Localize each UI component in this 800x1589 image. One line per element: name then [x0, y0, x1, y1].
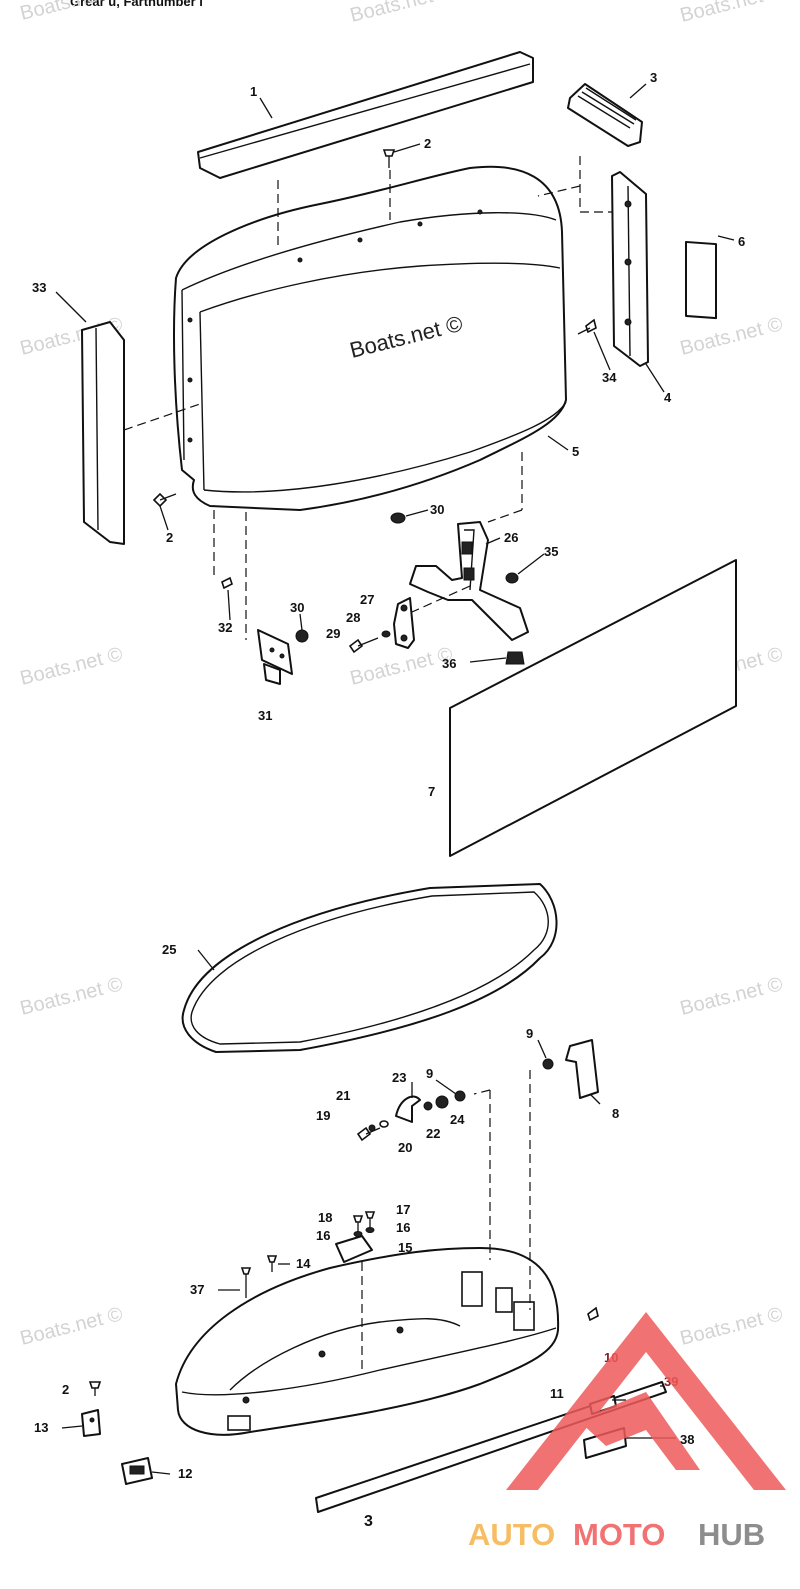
- callout-37: 37: [190, 1282, 204, 1297]
- callout-2: 2: [424, 136, 431, 151]
- part-37-bolt: [240, 1267, 252, 1298]
- part-15-bracket: [335, 1211, 376, 1263]
- callout-16: 16: [316, 1228, 330, 1243]
- part-35-grommet: [505, 572, 519, 584]
- callout-13: 13: [34, 1420, 48, 1435]
- watermark: Boats.net ©: [348, 0, 455, 27]
- callout-2: 2: [62, 1382, 69, 1397]
- part-31-latch-plate: [257, 629, 309, 685]
- callout-20: 20: [398, 1140, 412, 1155]
- callout-30: 30: [290, 600, 304, 615]
- callout-16: 16: [396, 1220, 410, 1235]
- part-12-latch-receiver: [121, 1457, 153, 1485]
- callout-17: 17: [396, 1202, 410, 1217]
- callout-7: 7: [428, 784, 435, 799]
- callout-2: 2: [166, 530, 173, 545]
- callout-19: 19: [316, 1108, 330, 1123]
- callout-3: 3: [650, 70, 657, 85]
- part-26-support-bracket: [409, 521, 529, 641]
- callout-3: 3: [364, 1513, 373, 1530]
- watermark: Boats.net ©: [18, 1303, 125, 1350]
- callout-5: 5: [572, 444, 579, 459]
- callout-24: 24: [450, 1112, 465, 1127]
- callout-11: 11: [550, 1386, 564, 1401]
- part-7-decal-panel: [449, 559, 737, 857]
- callout-22: 22: [426, 1126, 440, 1141]
- callout-26: 26: [504, 530, 518, 545]
- callout-23: 23: [392, 1070, 406, 1085]
- automotohub-logo: AUTO MOTO HUB: [468, 1312, 786, 1552]
- callout-8: 8: [612, 1106, 619, 1121]
- hardware-top: [152, 149, 597, 590]
- latch-hardware-19-24: [356, 1090, 466, 1142]
- logo-auto: AUTO: [468, 1517, 555, 1552]
- part-3-vent-grille: [567, 83, 643, 147]
- callout-12: 12: [178, 1466, 192, 1481]
- assembly-lines-bottom: [361, 1070, 531, 1374]
- callout-28: 28: [346, 610, 360, 625]
- part-10-screw: [587, 1306, 599, 1322]
- callout-18: 18: [318, 1210, 332, 1225]
- callout-14: 14: [296, 1256, 311, 1271]
- part-33-side-trim: [81, 321, 125, 545]
- callout-leaders: [55, 83, 735, 1475]
- part-13-clip: [81, 1409, 101, 1437]
- callout-27: 27: [360, 592, 374, 607]
- callout-31: 31: [258, 708, 272, 723]
- part-1-top-trim: [197, 51, 534, 179]
- watermark: Boats.net ©: [348, 643, 455, 690]
- watermark: Boats.net ©: [678, 1303, 785, 1350]
- callout-34: 34: [602, 370, 617, 385]
- part-5-top-cowl: [173, 165, 567, 511]
- callout-15: 15: [398, 1240, 412, 1255]
- callout-35: 35: [544, 544, 558, 559]
- watermark: Boats.net ©: [678, 973, 785, 1020]
- part-14-screw: [266, 1255, 278, 1263]
- part-4-rear-panel: [611, 171, 649, 367]
- part-36-bumper: [505, 651, 525, 665]
- callout-32: 32: [218, 620, 232, 635]
- watermark: Boats.net ©: [18, 643, 125, 690]
- part-27-latch-arm: [348, 597, 415, 654]
- bottom-cowl: [175, 1247, 560, 1436]
- part-6-decal: [685, 240, 717, 320]
- watermark: Boats.net ©: [678, 0, 785, 27]
- callout-21: 21: [336, 1088, 350, 1103]
- watermark: Boats.net ©: [678, 313, 785, 360]
- callout-29: 29: [326, 626, 340, 641]
- callout-30: 30: [430, 502, 444, 517]
- callout-4: 4: [664, 390, 672, 405]
- header-fragment: Grear u, Fartnumber i: [70, 0, 203, 9]
- logo-moto: MOTO: [573, 1517, 665, 1552]
- part-8-latch-handle: [542, 1039, 599, 1099]
- callout-9: 9: [426, 1066, 433, 1081]
- part-25-cowl-seal: [181, 883, 558, 1053]
- callout-9: 9: [526, 1026, 533, 1041]
- callout-1: 1: [250, 84, 257, 99]
- callout-33: 33: [32, 280, 46, 295]
- logo-hub: HUB: [698, 1517, 765, 1552]
- callout-6: 6: [738, 234, 745, 249]
- callout-38: 38: [680, 1432, 694, 1447]
- part-2-screw-bottom: [88, 1381, 102, 1396]
- callout-36: 36: [442, 656, 456, 671]
- callout-25: 25: [162, 942, 176, 957]
- watermark: Boats.net ©: [18, 973, 125, 1020]
- assembly-lines-top: [123, 156, 612, 640]
